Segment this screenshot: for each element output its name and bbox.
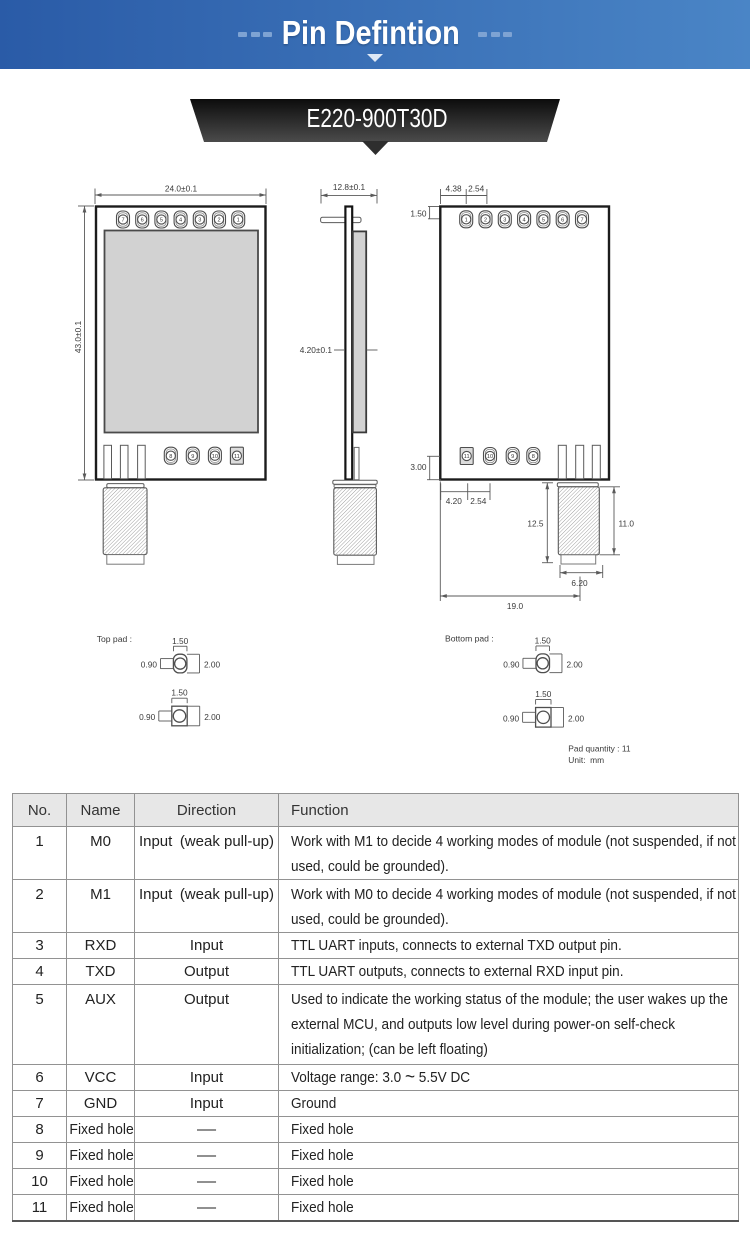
svg-text:5: 5: [542, 218, 545, 224]
svg-text:8: 8: [169, 454, 172, 460]
svg-text:3.00: 3.00: [410, 462, 427, 472]
svg-text:2.00: 2.00: [204, 660, 221, 670]
svg-text:1: 1: [465, 218, 468, 224]
svg-text:12.5: 12.5: [527, 519, 544, 529]
svg-text:1.50: 1.50: [171, 688, 188, 698]
svg-text:4.38: 4.38: [446, 184, 463, 194]
svg-text:1.50: 1.50: [172, 636, 189, 646]
svg-text:9: 9: [511, 454, 514, 460]
svg-text:6: 6: [561, 218, 564, 224]
svg-text:19.0: 19.0: [507, 601, 524, 611]
svg-text:Top pad :: Top pad :: [97, 634, 132, 644]
svg-text:11: 11: [464, 454, 470, 460]
svg-text:2.00: 2.00: [568, 713, 585, 723]
svg-text:1.50: 1.50: [410, 209, 427, 219]
svg-text:Bottom pad :: Bottom pad :: [445, 634, 494, 644]
svg-text:5: 5: [160, 218, 163, 224]
svg-text:4: 4: [523, 218, 526, 224]
svg-text:9: 9: [191, 454, 194, 460]
svg-text:0.90: 0.90: [503, 713, 520, 723]
svg-text:1: 1: [237, 218, 240, 224]
svg-text:3: 3: [503, 218, 506, 224]
svg-text:2.00: 2.00: [566, 659, 583, 669]
svg-text:11: 11: [234, 454, 240, 460]
svg-text:8: 8: [532, 454, 535, 460]
svg-text:2.54: 2.54: [468, 184, 485, 194]
svg-text:2.54: 2.54: [470, 496, 487, 506]
svg-text:4.20±0.1: 4.20±0.1: [300, 345, 333, 355]
svg-text:7: 7: [121, 218, 124, 224]
svg-text:E220-900T30D: E220-900T30D: [307, 103, 448, 133]
svg-text:4.20: 4.20: [446, 496, 463, 506]
svg-text:43.0±0.1: 43.0±0.1: [73, 321, 83, 354]
svg-text:0.90: 0.90: [141, 660, 158, 670]
svg-text:Pad quantity : 11: Pad quantity : 11: [568, 744, 631, 754]
svg-text:1.50: 1.50: [535, 689, 552, 699]
svg-text:10: 10: [212, 454, 218, 460]
svg-text:11.0: 11.0: [619, 519, 635, 529]
svg-text:10: 10: [487, 454, 493, 460]
svg-text:2: 2: [484, 218, 487, 224]
svg-text:Unit: mm: Unit: mm: [568, 755, 604, 765]
svg-text:2: 2: [217, 218, 220, 224]
svg-text:7: 7: [580, 218, 583, 224]
svg-text:6: 6: [141, 218, 144, 224]
svg-text:24.0±0.1: 24.0±0.1: [165, 184, 198, 194]
svg-text:1.50: 1.50: [535, 635, 552, 645]
svg-text:12.8±0.1: 12.8±0.1: [333, 182, 366, 192]
svg-text:0.90: 0.90: [139, 712, 156, 722]
svg-text:4: 4: [179, 218, 182, 224]
svg-text:3: 3: [198, 218, 201, 224]
svg-text:0.90: 0.90: [503, 659, 520, 669]
svg-text:2.00: 2.00: [204, 712, 221, 722]
